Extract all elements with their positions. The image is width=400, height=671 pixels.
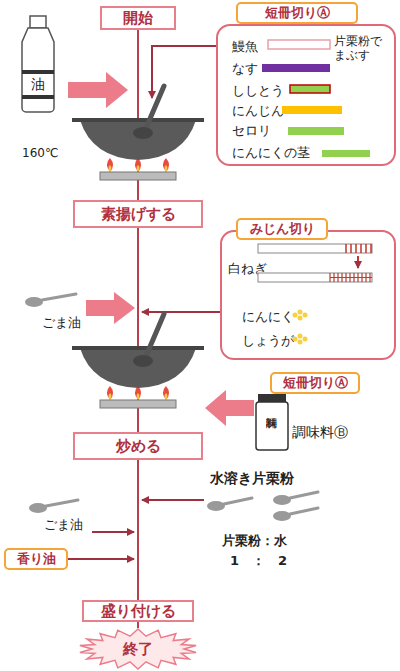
node-text: セロリ	[232, 122, 271, 140]
wok-bowl	[80, 120, 196, 160]
node-text: しょうが	[242, 332, 294, 350]
node-text: 短冊切りⒶ	[283, 374, 348, 392]
node-text: 盛り付ける	[101, 602, 176, 621]
text-label: ごま油	[42, 314, 81, 332]
text-label: 160℃	[22, 146, 58, 160]
flame	[107, 386, 113, 400]
node-text: 片栗粉でまぶす	[334, 34, 388, 62]
process-box: 素揚げする	[73, 200, 203, 228]
spatula	[146, 314, 164, 356]
step-tag: みじん切り	[236, 218, 328, 240]
burner	[100, 400, 176, 408]
text-label: 1 ： 2	[230, 552, 287, 570]
wok-rim	[72, 346, 204, 350]
flow-line	[137, 228, 139, 432]
spoon-handle	[290, 508, 318, 514]
flow-line	[137, 622, 139, 628]
bottle-band	[22, 95, 54, 99]
flame	[137, 393, 140, 400]
node-text: 素揚げする	[101, 205, 176, 224]
burner	[100, 172, 176, 180]
seasoning-jar	[256, 402, 288, 450]
spoon	[207, 501, 225, 511]
node-text: にんにく	[242, 308, 294, 326]
spoon-handle	[290, 492, 318, 498]
spatula-head	[133, 127, 153, 139]
input-tag: 香り油	[4, 548, 68, 570]
jar-lid	[258, 394, 286, 402]
bottle-band	[22, 70, 54, 74]
spoon-handle	[46, 500, 78, 506]
flow-line	[137, 460, 139, 600]
wok	[72, 86, 204, 180]
ingredient-box: 鰻魚 片栗粉でまぶすなすししとうにんじんセロリにんにくの茎	[216, 24, 396, 166]
leader-line	[68, 558, 134, 560]
spoon	[273, 495, 291, 505]
node-text: なす	[232, 60, 258, 78]
node-text: にんにくの茎	[232, 144, 310, 162]
ingredient-box: 白ねぎにんにくしょうが	[220, 230, 396, 360]
flame	[137, 165, 140, 172]
end-burst: 終了	[78, 628, 198, 670]
node-text: にんじん	[232, 102, 284, 120]
flame	[165, 393, 168, 400]
text-label: ごま油	[44, 516, 83, 534]
start-box: 開始	[100, 6, 176, 30]
spatula	[146, 86, 164, 128]
spoon	[29, 503, 47, 513]
oil-bottle	[22, 28, 54, 112]
node-text: 鰻魚	[232, 38, 258, 56]
leader-line	[142, 311, 220, 313]
flame	[165, 165, 168, 172]
text-label: 調味料Ⓑ	[292, 424, 348, 442]
bottle-cap	[30, 16, 46, 28]
leader-line	[152, 46, 216, 98]
flame	[163, 158, 169, 172]
step-tag: 短冊切りⒶ	[236, 2, 358, 24]
spatula-head	[133, 355, 153, 367]
node-text: 終了	[123, 640, 153, 659]
leader-line	[92, 531, 134, 533]
node-text: 開始	[123, 9, 153, 28]
flame	[135, 158, 141, 172]
node-text: みじん切り	[250, 220, 315, 238]
input-arrow	[68, 72, 128, 108]
flame	[107, 158, 113, 172]
leader-line	[142, 499, 204, 501]
spoon-handle	[224, 498, 252, 504]
wok	[72, 314, 204, 408]
flow-line	[137, 30, 139, 200]
process-box: 炒める	[73, 432, 203, 460]
wok-bowl	[80, 348, 196, 388]
text-label: 水溶き片栗粉	[210, 470, 294, 488]
text-label: 片栗粉：水	[222, 532, 287, 550]
flame	[135, 386, 141, 400]
text-label: 油	[31, 76, 45, 94]
node-text: ししとう	[232, 82, 284, 100]
node-text: 炒める	[116, 437, 161, 456]
node-text: 香り油	[17, 550, 56, 568]
spoon	[273, 511, 291, 521]
input-arrow	[205, 390, 254, 426]
flame	[163, 386, 169, 400]
node-text: 短冊切りⒶ	[265, 4, 330, 22]
node-text: 白ねぎ	[228, 260, 267, 278]
burst-shape	[80, 629, 196, 669]
wok-rim	[72, 118, 204, 122]
input-arrow	[86, 292, 135, 324]
step-tag: 短冊切りⒶ	[270, 372, 360, 394]
spoon	[25, 297, 43, 307]
flame	[109, 165, 112, 172]
process-box: 盛り付ける	[82, 600, 194, 622]
flame	[109, 393, 112, 400]
spoon-handle	[42, 294, 76, 300]
